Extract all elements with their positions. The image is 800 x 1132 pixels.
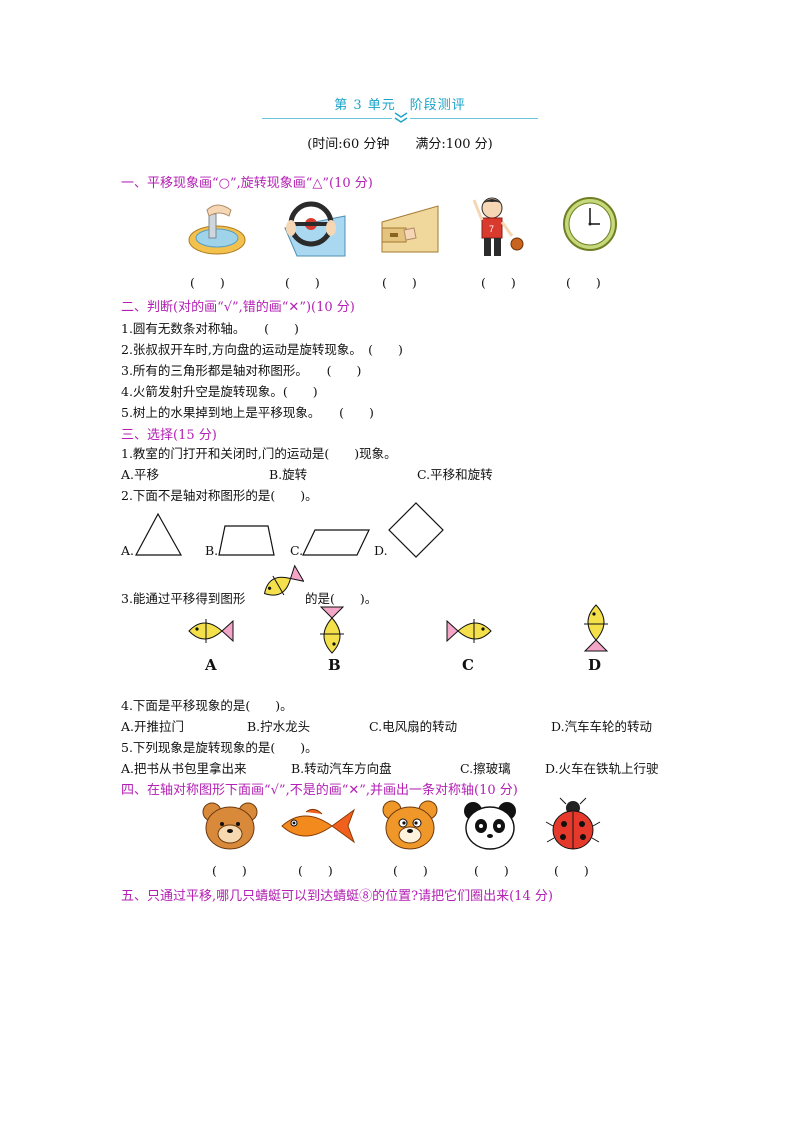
answer-paren-1[interactable]: ( ) <box>190 275 225 290</box>
q1-option-b[interactable]: B.旋转 <box>269 467 308 482</box>
tiger-face-image <box>380 798 440 852</box>
jersey-number: 7 <box>489 224 494 234</box>
section-5-heading: 五、只通过平移,哪几只蜻蜓可以到达蜻蜓⑧的位置?请把它们圈出来(14 分) <box>121 889 553 904</box>
section-2-heading: 二、判断(对的画“√”,错的画“✕”)(10 分) <box>121 300 355 315</box>
goldfish-image <box>278 804 358 848</box>
title-line-left <box>262 118 392 119</box>
judge-item-5: 5.树上的水果掉到地上是平移现象。 ( ) <box>121 405 374 420</box>
q2-option-b-label[interactable]: B. <box>205 543 219 558</box>
q3-option-d-label: D <box>588 656 602 674</box>
q4-option-a[interactable]: A.开推拉门 <box>121 719 185 734</box>
panda-face-image <box>460 800 520 852</box>
section-4-heading: 四、在轴对称图形下面画“√”,不是的画“✕”,并画出一条对称轴(10 分) <box>121 783 518 798</box>
choice-q5: 5.下列现象是旋转现象的是( )。 <box>121 740 318 755</box>
ladybug-image <box>544 796 602 854</box>
judge-item-4: 4.火箭发射升空是旋转现象。( ) <box>121 384 318 399</box>
wall-clock-image <box>562 196 618 252</box>
q4-option-c[interactable]: C.电风扇的转动 <box>369 719 458 734</box>
choice-q2: 2.下面不是轴对称图形的是( )。 <box>121 488 318 503</box>
q3-option-b-label: B <box>328 656 341 674</box>
page-title: 第 3 单元 阶段测评 <box>334 98 466 113</box>
q1-option-c[interactable]: C.平移和旋转 <box>417 467 493 482</box>
boy-basketball-image: 7 <box>470 196 530 260</box>
q2-option-a-label[interactable]: A. <box>121 543 135 558</box>
sink-faucet-image <box>185 200 247 258</box>
q5-option-a[interactable]: A.把书从书包里拿出来 <box>121 761 247 776</box>
judge-item-2: 2.张叔叔开车时,方向盘的运动是旋转现象。 ( ) <box>121 342 403 357</box>
section-3-heading: 三、选择(15 分) <box>121 428 217 443</box>
symmetry-paren-3[interactable]: ( ) <box>393 863 428 878</box>
q2-option-c-label[interactable]: C. <box>290 543 304 558</box>
fish-option-c[interactable] <box>444 612 494 650</box>
fish-option-a[interactable] <box>186 612 236 650</box>
parallelogram-shape <box>301 528 371 558</box>
fish-figure-reference <box>258 564 304 604</box>
triangle-shape <box>134 512 184 558</box>
drawer-image <box>380 204 442 256</box>
title-line-right <box>410 118 538 119</box>
q5-option-b[interactable]: B.转动汽车方向盘 <box>291 761 392 776</box>
fish-option-d[interactable] <box>576 602 616 654</box>
symmetry-paren-2[interactable]: ( ) <box>298 863 333 878</box>
fish-option-b[interactable] <box>312 604 352 656</box>
q4-option-d[interactable]: D.汽车车轮的转动 <box>551 719 653 734</box>
diamond-shape <box>386 500 446 560</box>
choice-q3-before: 3.能通过平移得到图形 <box>121 591 246 606</box>
answer-paren-4[interactable]: ( ) <box>481 275 516 290</box>
q3-option-a-label: A <box>205 656 217 674</box>
chevron-down-icon <box>394 112 408 124</box>
page-subtitle: (时间:60 分钟 满分:100 分) <box>307 137 493 152</box>
choice-q3-after: 的是( )。 <box>305 591 378 606</box>
q1-option-a[interactable]: A.平移 <box>121 467 160 482</box>
trapezoid-shape <box>216 524 278 558</box>
judge-item-1: 1.圆有无数条对称轴。 ( ) <box>121 321 299 336</box>
symmetry-paren-4[interactable]: ( ) <box>474 863 509 878</box>
answer-paren-3[interactable]: ( ) <box>382 275 417 290</box>
answer-paren-2[interactable]: ( ) <box>285 275 320 290</box>
answer-paren-5[interactable]: ( ) <box>566 275 601 290</box>
choice-q1: 1.教室的门打开和关闭时,门的运动是( )现象。 <box>121 446 397 461</box>
q5-option-c[interactable]: C.擦玻璃 <box>460 761 511 776</box>
section-1-heading: 一、平移现象画“○”,旋转现象画“△”(10 分) <box>121 176 373 191</box>
choice-q4: 4.下面是平移现象的是( )。 <box>121 698 293 713</box>
steering-wheel-image <box>277 198 347 258</box>
symmetry-paren-1[interactable]: ( ) <box>212 863 247 878</box>
q2-option-d-label[interactable]: D. <box>374 543 388 558</box>
symmetry-paren-5[interactable]: ( ) <box>554 863 589 878</box>
bear-face-image <box>200 800 260 852</box>
q5-option-d[interactable]: D.火车在铁轨上行驶 <box>545 761 659 776</box>
judge-item-3: 3.所有的三角形都是轴对称图形。 ( ) <box>121 363 362 378</box>
q3-option-c-label: C <box>462 656 474 674</box>
q4-option-b[interactable]: B.拧水龙头 <box>247 719 311 734</box>
